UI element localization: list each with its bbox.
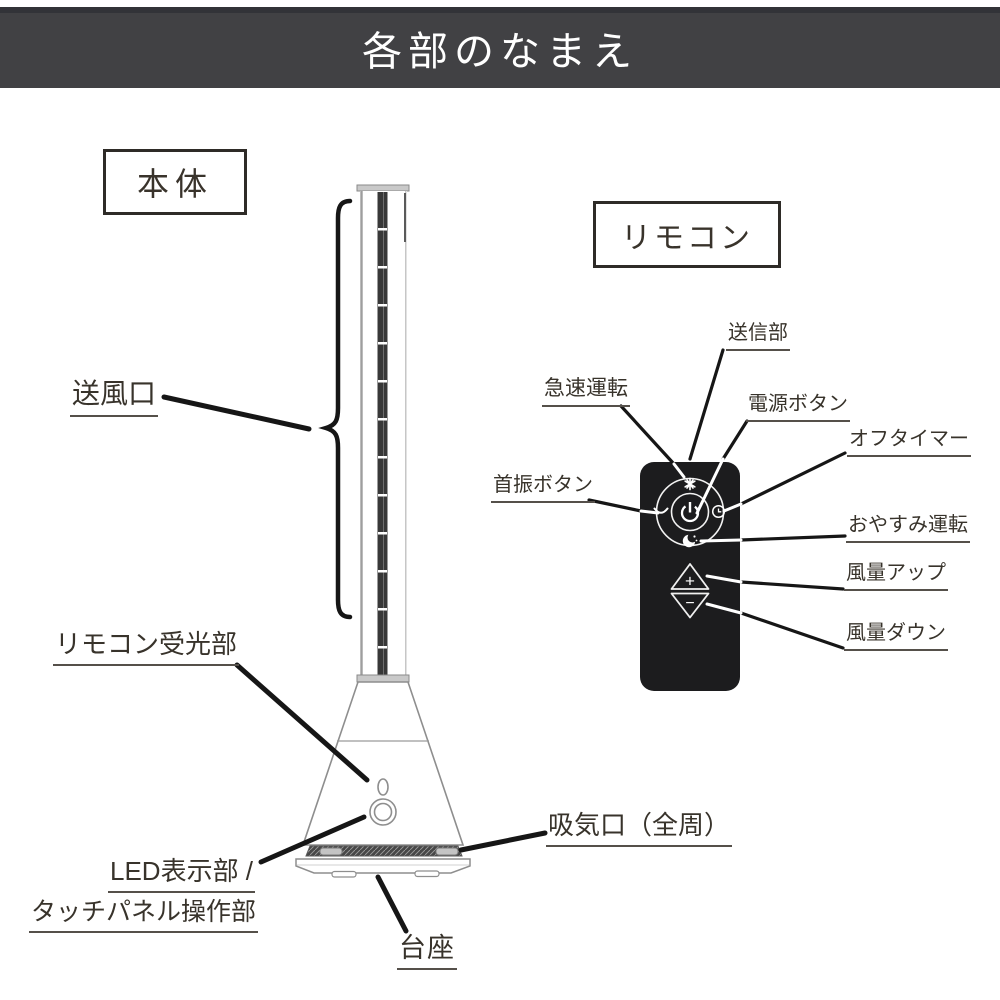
air-outlet-slot xyxy=(377,192,388,676)
leader-power-inner xyxy=(695,457,725,515)
label-transmitter: 送信部 xyxy=(726,321,790,351)
pedestal-plate xyxy=(295,858,471,878)
leader-volume-up-inner xyxy=(705,574,743,584)
remote-label: リモコン xyxy=(621,221,753,255)
leader-volume-down-inner xyxy=(705,602,743,615)
leader-lines xyxy=(161,348,847,934)
air-outlet-brace xyxy=(318,198,353,620)
leader-swing xyxy=(587,498,643,513)
dial-inner-ring xyxy=(670,492,710,532)
remote-illustration: + − xyxy=(640,462,740,691)
ir-receiver-window xyxy=(377,778,389,796)
section-label-remote: リモコン xyxy=(593,201,781,268)
fan-base-cone xyxy=(301,681,465,846)
label-ir-receiver: リモコン受光部 xyxy=(53,629,240,667)
section-label-main-unit: 本体 xyxy=(103,149,247,215)
leader-transmitter xyxy=(688,348,725,461)
label-led-display: LED表示部 / xyxy=(108,856,256,894)
moon-icon xyxy=(682,532,698,548)
label-off-timer: オフタイマー xyxy=(847,427,971,457)
label-touch-panel: タッチパネル操作部 xyxy=(29,897,259,933)
remote-body xyxy=(640,462,740,691)
plus-triangle-icon: + xyxy=(670,563,710,591)
label-air-outlet: 送風口 xyxy=(70,377,159,417)
label-sleep-mode: おやすみ運転 xyxy=(846,513,970,543)
leader-ir-receiver xyxy=(234,662,370,783)
minus-triangle-icon: − xyxy=(670,592,710,619)
leader-volume-up xyxy=(739,580,845,591)
leader-pedestal xyxy=(375,874,409,934)
minus-glyph: − xyxy=(685,595,694,612)
main-unit-label: 本体 xyxy=(136,166,213,202)
leader-off-timer xyxy=(739,451,847,506)
leader-rapid-inner xyxy=(672,462,686,479)
label-pedestal: 台座 xyxy=(397,932,457,971)
fan-bottom-cap xyxy=(356,674,410,683)
leader-power xyxy=(721,419,749,461)
page-title: 各部のなまえ xyxy=(362,29,638,74)
label-volume-up: 風量アップ xyxy=(844,561,948,591)
air-intake-grille xyxy=(305,845,463,857)
label-air-intake: 吸気口（全周） xyxy=(546,810,733,848)
leader-sleep xyxy=(739,534,847,542)
leader-swing-inner xyxy=(639,509,660,515)
leader-air-intake xyxy=(458,830,548,853)
leader-air-outlet xyxy=(161,394,312,432)
leader-volume-down xyxy=(739,611,845,650)
swing-arc-icon xyxy=(653,507,669,514)
leader-lines-inner xyxy=(639,457,743,615)
leader-off-timer-inner xyxy=(722,502,743,513)
snowflake-icon xyxy=(684,477,696,491)
leader-led-touch xyxy=(258,814,367,865)
label-swing-button: 首振ボタン xyxy=(491,473,595,503)
fan-top-cap xyxy=(356,184,410,192)
title-bar: 各部のなまえ xyxy=(0,7,1000,88)
led-touch-panel xyxy=(369,798,397,826)
plus-glyph: + xyxy=(685,572,695,591)
fan-illustration xyxy=(295,184,471,878)
title-bar-edge xyxy=(0,7,1000,13)
label-rapid-mode: 急速運転 xyxy=(542,376,630,408)
label-power-button: 電源ボタン xyxy=(746,392,850,422)
leader-sleep-inner xyxy=(699,538,743,543)
label-volume-down: 風量ダウン xyxy=(844,621,948,651)
leader-rapid xyxy=(619,404,676,466)
